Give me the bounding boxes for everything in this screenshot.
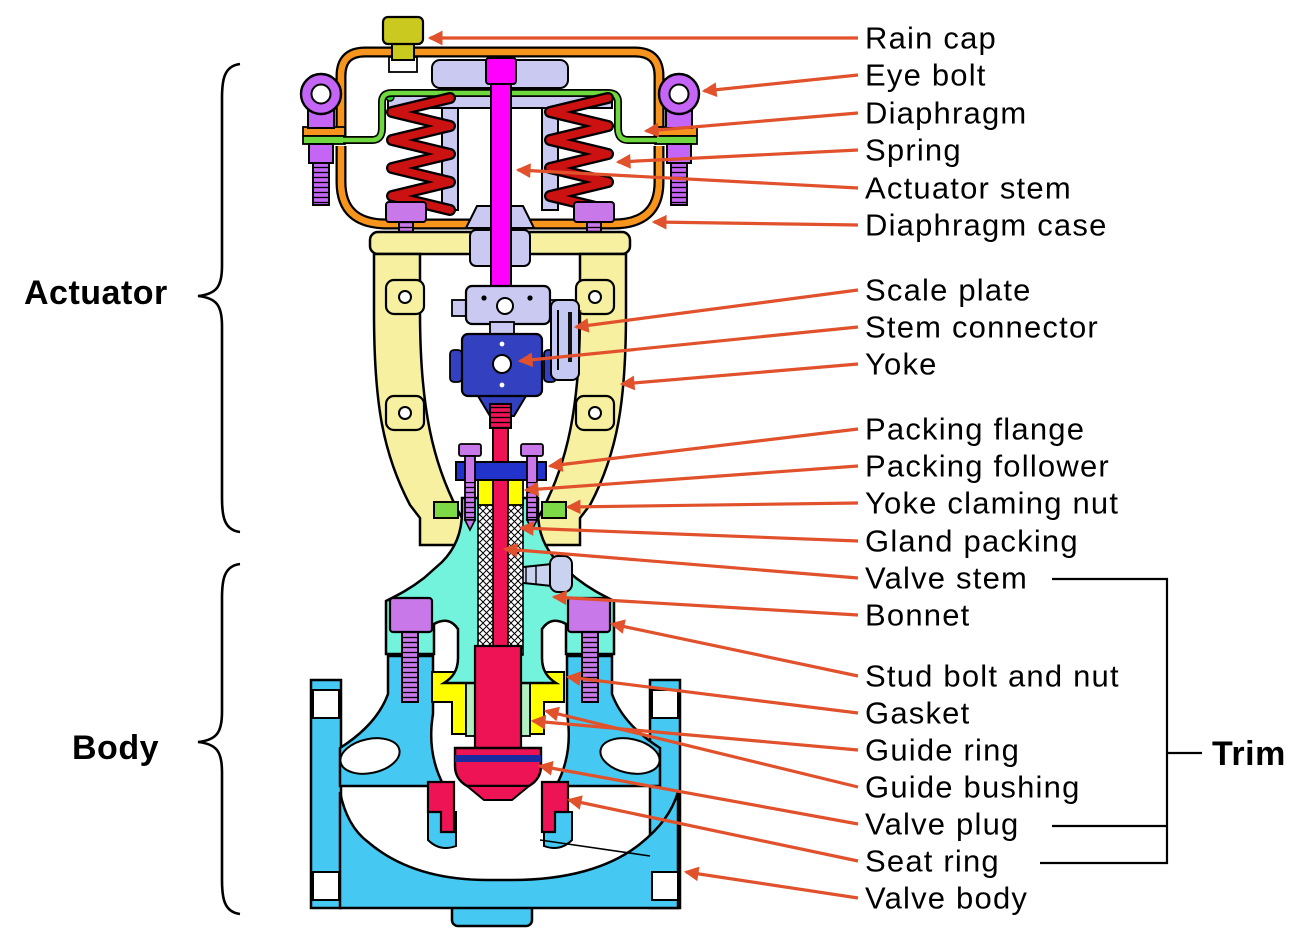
part-label-diaphragm-case: Diaphragm case <box>865 207 1108 243</box>
part-label-valve-stem: Valve stem <box>865 560 1029 596</box>
part-label-valve-body: Valve body <box>865 880 1029 916</box>
eye-bolt-left-shape <box>299 72 343 206</box>
part-label-actuator-stem: Actuator stem <box>865 170 1072 206</box>
section-label-actuator: Actuator <box>24 274 168 312</box>
trim-bracket <box>1040 577 1202 865</box>
part-label-gland-packing: Gland packing <box>865 523 1079 559</box>
actuator-stem-shape <box>485 57 517 287</box>
part-label-guide-bushing: Guide bushing <box>865 769 1081 805</box>
part-label-rain-cap: Rain cap <box>865 20 997 56</box>
part-label-packing-follower: Packing follower <box>865 448 1110 484</box>
body-brace <box>197 562 241 916</box>
yoke-clamping-nut-shape <box>433 501 567 519</box>
section-label-body: Body <box>72 729 159 767</box>
callout-arrows <box>427 30 859 900</box>
part-label-spring: Spring <box>865 132 962 168</box>
part-label-eye-bolt: Eye bolt <box>865 57 987 93</box>
part-label-guide-ring: Guide ring <box>865 732 1021 768</box>
actuator-brace <box>197 62 241 534</box>
valve-plug-shape <box>453 644 543 801</box>
spring-right-shape <box>544 92 614 216</box>
part-label-bonnet: Bonnet <box>865 597 971 633</box>
rain-cap-shape <box>381 15 425 73</box>
part-label-diaphragm: Diaphragm <box>865 95 1028 131</box>
section-label-trim: Trim <box>1212 735 1286 773</box>
stud-bolt-and-nut-shape <box>388 596 612 703</box>
part-label-stem-connector: Stem connector <box>865 309 1099 345</box>
spring-left-shape <box>386 92 456 216</box>
part-label-scale-plate: Scale plate <box>865 272 1032 308</box>
packing-flange-shape <box>455 461 547 481</box>
scale-plate-shape <box>550 299 580 381</box>
packing-stud-left-shape <box>458 443 482 532</box>
part-label-yoke-claming-nut: Yoke claming nut <box>865 485 1120 521</box>
seat-ring-shape <box>426 780 570 834</box>
part-label-gasket: Gasket <box>865 695 971 731</box>
part-label-seat-ring: Seat ring <box>865 843 1000 879</box>
part-label-stud-bolt-and-nut: Stud bolt and nut <box>865 658 1120 694</box>
part-label-valve-plug: Valve plug <box>865 806 1020 842</box>
part-label-packing-flange: Packing flange <box>865 411 1086 447</box>
part-label-yoke: Yoke <box>865 346 938 382</box>
